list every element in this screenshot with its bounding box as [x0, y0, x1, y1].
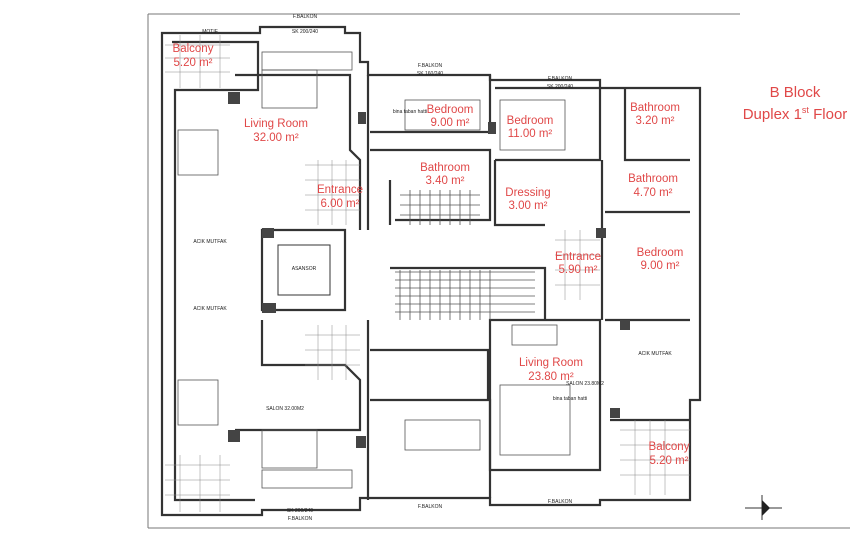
svg-text:ASANSOR: ASANSOR: [292, 266, 317, 272]
room-name: Dressing: [505, 187, 550, 199]
floor-name: Duplex 1st Floor: [742, 105, 848, 123]
svg-text:F.BALKON: F.BALKON: [418, 504, 443, 510]
room-area: 9.00 m²: [431, 117, 470, 129]
room-area: 5.20 m²: [174, 57, 213, 69]
svg-text:F.BALKON: F.BALKON: [418, 63, 443, 69]
room-name: Bathroom: [630, 102, 680, 114]
svg-text:MOTIF: MOTIF: [202, 29, 218, 35]
room-name: Bathroom: [628, 173, 678, 185]
room-name: Living Room: [244, 118, 308, 130]
room-name: Entrance: [317, 184, 363, 196]
north-compass-icon: [745, 495, 782, 520]
tiled-floors: [165, 35, 690, 512]
room-name: Living Room: [519, 357, 583, 369]
room-name: Bedroom: [507, 115, 554, 127]
stairs: [395, 190, 535, 320]
room-name: Entrance: [555, 251, 601, 263]
room-area: 5.20 m²: [650, 455, 689, 467]
svg-text:F.BALKON: F.BALKON: [548, 499, 573, 505]
svg-text:bina taban hatti: bina taban hatti: [553, 396, 587, 402]
room-name: Balcony: [173, 43, 214, 55]
room-area: 11.00 m²: [508, 128, 553, 140]
svg-text:SK 200/240: SK 200/240: [292, 29, 318, 35]
room-name: Balcony: [649, 441, 690, 453]
svg-text:SALON 23.80M2: SALON 23.80M2: [566, 381, 604, 387]
svg-text:SALON 32.00M2: SALON 32.00M2: [266, 406, 304, 412]
svg-text:SK 160/240: SK 160/240: [417, 71, 443, 77]
room-area: 4.70 m²: [634, 187, 673, 199]
room-labels: Balcony 5.20 m² Living Room 32.00 m² Bed…: [173, 43, 690, 467]
room-area: 6.00 m²: [321, 198, 360, 210]
svg-text:F.BALKON: F.BALKON: [548, 76, 573, 82]
svg-text:F.BALKON: F.BALKON: [293, 14, 318, 20]
svg-text:ACIK MUTFAK: ACIK MUTFAK: [193, 239, 227, 245]
svg-text:bina taban hatti: bina taban hatti: [393, 109, 427, 115]
room-name: Bathroom: [420, 162, 470, 174]
svg-text:ACIK MUTFAK: ACIK MUTFAK: [638, 351, 672, 357]
room-area: 3.00 m²: [509, 200, 548, 212]
room-area: 23.80 m²: [528, 371, 574, 383]
room-area: 5.90 m²: [559, 264, 598, 276]
room-area: 3.20 m²: [636, 115, 675, 127]
room-area: 3.40 m²: [426, 175, 465, 187]
room-name: Bedroom: [427, 104, 474, 116]
svg-text:F.BALKON: F.BALKON: [288, 516, 313, 522]
columns: [228, 92, 630, 448]
svg-text:SK 200/240: SK 200/240: [547, 84, 573, 90]
room-area: 32.00 m²: [253, 132, 299, 144]
svg-text:ACIK MUTFAK: ACIK MUTFAK: [193, 306, 227, 312]
block-name: B Block: [769, 84, 821, 101]
room-name: Bedroom: [637, 247, 684, 259]
furniture: [177, 51, 571, 489]
svg-text:SK 200/240: SK 200/240: [287, 508, 313, 514]
plan-annotations: F.BALKON SK 200/240 MOTIF F.BALKON SK 16…: [193, 14, 672, 522]
room-area: 9.00 m²: [641, 260, 680, 272]
plan-title: B Block Duplex 1st Floor: [730, 84, 850, 123]
